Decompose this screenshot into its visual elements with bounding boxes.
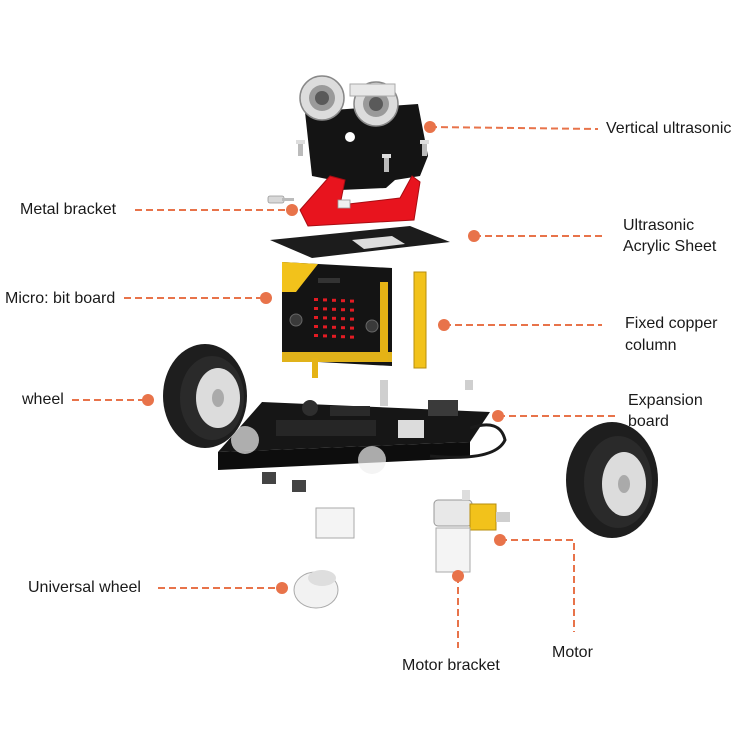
label-fixed-copper-line2: column [625,337,677,354]
callout-lines [72,121,616,648]
front-motor-bracket [315,507,355,539]
ultrasonic-acrylic-sheet [270,226,450,258]
led [341,326,345,330]
label-metal-bracket: Metal bracket [20,201,117,218]
led [350,326,354,330]
callout-dot-microbit [260,292,272,304]
callout-dot-motor [494,534,506,546]
callout-dot-wheel [142,394,154,406]
led [332,325,336,329]
left-wheel [163,344,247,448]
label-wheel: wheel [22,391,64,408]
label-motor-bracket: Motor bracket [402,657,500,674]
led [350,317,354,321]
label-microbit-board: Micro: bit board [5,290,116,307]
label-motor: Motor [552,644,593,661]
expansion-board [218,380,507,492]
led [314,307,318,310]
fixed-copper-column [312,271,427,378]
label-expansion-line1: Expansion [628,392,703,409]
led [314,334,318,337]
led [314,325,318,328]
led [314,298,318,301]
callout-dot-metal-bracket [286,204,298,216]
callout-dot-vertical-ultrasonic [424,121,436,133]
led [323,334,327,338]
led [350,308,354,312]
metal-bracket [267,175,421,227]
label-vertical-ultrasonic: Vertical ultrasonic [606,120,732,137]
callout-dot-copper-column [438,319,450,331]
callout-dot-universal-wheel [276,582,288,594]
callout-dot-acrylic-sheet [468,230,480,242]
led [350,299,354,303]
led [314,316,318,319]
callout-dot-motor-bracket [452,570,464,582]
label-universal-wheel: Universal wheel [28,579,141,596]
led [332,334,336,338]
motor-assembly [433,490,510,573]
led [341,335,345,339]
led [323,316,327,320]
led [350,335,354,339]
led [332,316,336,320]
led [323,307,327,311]
vertical-ultrasonic-sensor [296,75,429,190]
led [332,307,336,311]
led [332,298,336,302]
right-wheel [566,422,658,538]
label-expansion-line2: board [628,413,669,430]
label-fixed-copper-line1: Fixed copper [625,315,718,332]
label-ultrasonic-acrylic-line1: Ultrasonic [623,217,695,234]
label-ultrasonic-acrylic-line2: Acrylic Sheet [623,238,717,255]
led-matrix [314,298,354,339]
callout-dot-expansion-board [492,410,504,422]
led [323,298,327,302]
led [341,317,345,321]
led [341,308,345,312]
led [323,325,327,329]
universal-wheel [293,570,339,609]
led [341,299,345,303]
microbit-board [282,262,392,366]
